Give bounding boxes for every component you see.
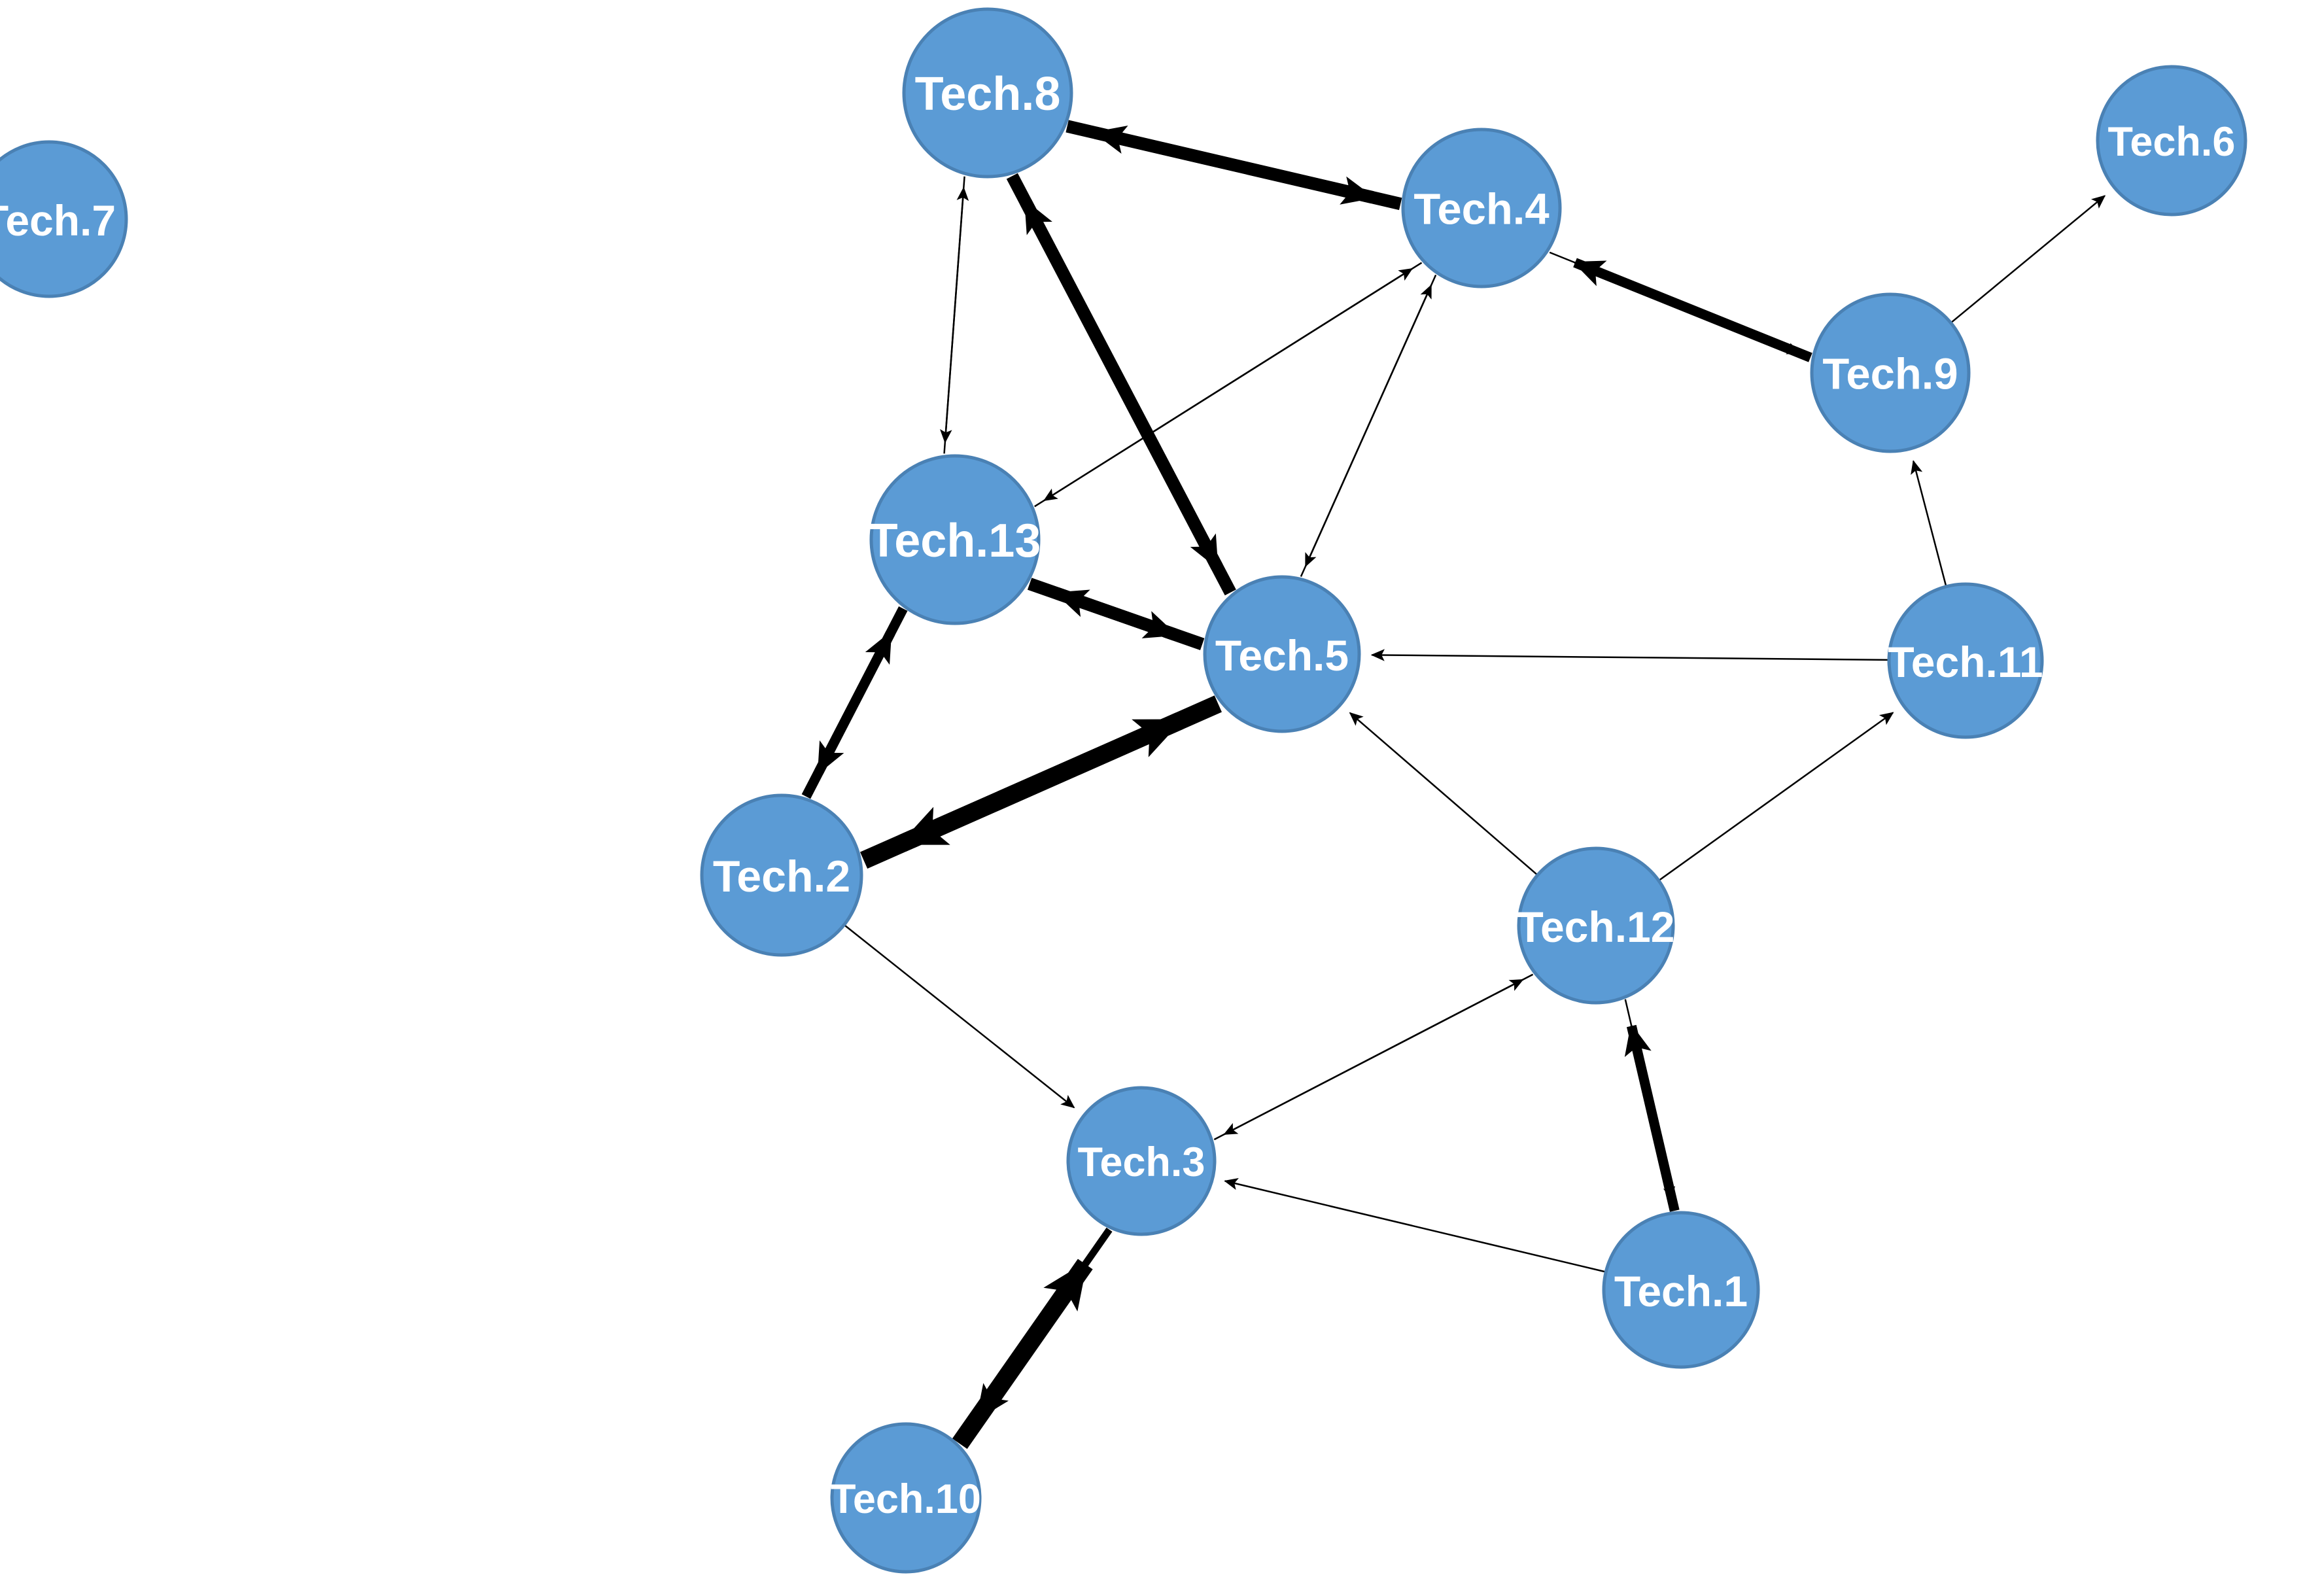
node-tech12[interactable]: Tech.12 bbox=[1517, 846, 1675, 1005]
node-label: Tech.6 bbox=[2108, 119, 2236, 165]
edge-Tech12-to-Tech11 bbox=[1659, 712, 1894, 881]
node-circle[interactable] bbox=[0, 140, 128, 298]
node-label: Tech.13 bbox=[869, 515, 1041, 567]
node-tech4[interactable]: Tech.4 bbox=[1401, 128, 1562, 288]
edge-Tech4-to-Tech13 bbox=[1043, 262, 1423, 502]
node-label: Tech.1 bbox=[1614, 1267, 1748, 1315]
edge-Tech12-to-Tech1 bbox=[1624, 999, 1675, 1201]
node-label: Tech.10 bbox=[831, 1476, 981, 1522]
node-circle[interactable] bbox=[1810, 292, 1971, 453]
node-label: Tech.11 bbox=[1888, 638, 2043, 686]
node-circle[interactable] bbox=[1401, 128, 1562, 288]
edge-Tech5-to-Tech4 bbox=[1300, 284, 1432, 577]
edge-Tech11-to-Tech9 bbox=[1911, 460, 1947, 586]
edge-Tech12-to-Tech3 bbox=[1223, 973, 1534, 1136]
node-label: Tech.2 bbox=[713, 852, 850, 901]
node-tech2[interactable]: Tech.2 bbox=[700, 793, 863, 957]
node-circle[interactable] bbox=[869, 454, 1041, 625]
node-tech8[interactable]: Tech.8 bbox=[902, 7, 1073, 179]
node-tech5[interactable]: Tech.5 bbox=[1203, 575, 1361, 733]
node-label: Tech.5 bbox=[1215, 631, 1349, 680]
edge-Tech2-to-Tech3 bbox=[844, 925, 1075, 1109]
node-tech7[interactable]: Tech.7 bbox=[0, 140, 128, 298]
node-tech6[interactable]: Tech.6 bbox=[2096, 65, 2247, 217]
node-circle[interactable] bbox=[2096, 65, 2247, 217]
node-label: Tech.8 bbox=[915, 68, 1061, 120]
edges-layer bbox=[801, 120, 2106, 1449]
edge-Tech5-to-Tech2 bbox=[898, 695, 1222, 852]
edge-Tech12-to-Tech5 bbox=[1349, 712, 1538, 875]
node-tech11[interactable]: Tech.11 bbox=[1887, 582, 2044, 739]
node-circle[interactable] bbox=[700, 793, 863, 957]
node-tech13[interactable]: Tech.13 bbox=[869, 454, 1041, 625]
edge-Tech9-to-Tech6 bbox=[1951, 195, 2106, 323]
node-label: Tech.4 bbox=[1413, 185, 1549, 234]
node-circle[interactable] bbox=[1602, 1211, 1760, 1369]
edge-Tech1-to-Tech3 bbox=[1224, 1177, 1605, 1273]
node-tech9[interactable]: Tech.9 bbox=[1810, 292, 1971, 453]
node-tech10[interactable]: Tech.10 bbox=[830, 1422, 982, 1574]
edge-Tech11-to-Tech5 bbox=[1370, 649, 1888, 661]
node-label: Tech.12 bbox=[1517, 903, 1675, 951]
node-tech3[interactable]: Tech.3 bbox=[1066, 1086, 1217, 1236]
edge-Tech5-to-Tech13 bbox=[1054, 587, 1205, 651]
node-circle[interactable] bbox=[1203, 575, 1361, 733]
edge-Tech2-to-Tech13 bbox=[801, 631, 895, 799]
node-circle[interactable] bbox=[1517, 846, 1675, 1005]
node-circle[interactable] bbox=[830, 1422, 982, 1574]
node-tech1[interactable]: Tech.1 bbox=[1602, 1211, 1760, 1369]
edge-Tech4-to-Tech8 bbox=[1092, 125, 1402, 211]
edge-Tech3-to-Tech10 bbox=[974, 1227, 1113, 1421]
node-circle[interactable] bbox=[1887, 582, 2044, 739]
edge-Tech13-to-Tech8 bbox=[943, 186, 969, 454]
node-circle[interactable] bbox=[1066, 1086, 1217, 1236]
node-label: Tech.9 bbox=[1822, 350, 1958, 399]
node-circle[interactable] bbox=[902, 7, 1073, 179]
edge-Tech9-to-Tech4 bbox=[1572, 258, 1812, 362]
edge-Tech5-to-Tech8 bbox=[1020, 198, 1236, 596]
node-label: Tech.7 bbox=[0, 196, 116, 245]
node-label: Tech.3 bbox=[1078, 1139, 1205, 1185]
